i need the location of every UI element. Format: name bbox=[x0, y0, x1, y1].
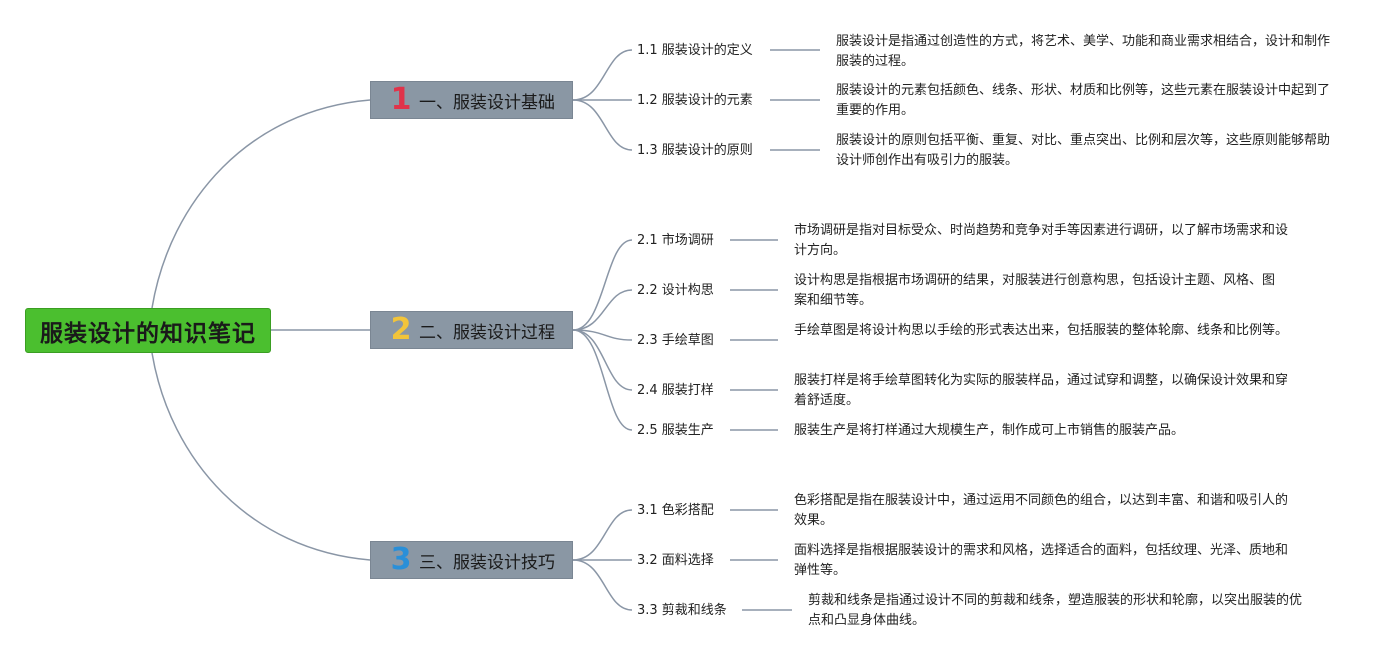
branch-node-3[interactable]: 3 三、服装设计技巧 bbox=[370, 541, 573, 579]
note-2-4: 服装打样是将手绘草图转化为实际的服装样品，通过试穿和调整，以确保设计效果和穿着舒… bbox=[794, 373, 1289, 408]
branch-number-2: 2 bbox=[390, 312, 412, 347]
branch-label-1: 一、服装设计基础 bbox=[419, 92, 555, 113]
note-2-1: 市场调研是指对目标受众、时尚趋势和竞争对手等因素进行调研，以了解市场需求和设计方… bbox=[794, 223, 1289, 258]
branch-node-2[interactable]: 2 二、服装设计过程 bbox=[370, 311, 573, 349]
branch-number-3: 3 bbox=[390, 542, 412, 577]
root-link-1 bbox=[151, 99, 371, 309]
note-2-5: 服装生产是将打样通过大规模生产，制作成可上市销售的服装产品。 bbox=[794, 423, 1185, 438]
branch-link-2-1 bbox=[572, 239, 633, 331]
subtopic-1-3[interactable]: 1.3 服装设计的原则 bbox=[637, 143, 753, 158]
root-link-3 bbox=[151, 352, 371, 561]
note-3-1: 色彩搭配是指在服装设计中，通过运用不同颜色的组合，以达到丰富、和谐和吸引人的效果… bbox=[794, 493, 1289, 528]
branch-link-2-2 bbox=[572, 289, 633, 331]
subtopic-2-3[interactable]: 2.3 手绘草图 bbox=[637, 333, 714, 348]
branch-link-2-3 bbox=[572, 329, 633, 341]
subtopic-2-5[interactable]: 2.5 服装生产 bbox=[637, 423, 714, 438]
note-3-2: 面料选择是指根据服装设计的需求和风格，选择适合的面料，包括纹理、光泽、质地和弹性… bbox=[794, 543, 1289, 578]
subtopic-2-1[interactable]: 2.1 市场调研 bbox=[637, 233, 714, 248]
branch-link-2-5 bbox=[572, 329, 633, 431]
root-label: 服装设计的知识笔记 bbox=[40, 320, 256, 347]
branch-link-1-3 bbox=[572, 99, 633, 151]
note-1-2: 服装设计的元素包括颜色、线条、形状、材质和比例等，这些元素在服装设计中起到了重要… bbox=[836, 83, 1331, 118]
branch-link-2-4 bbox=[572, 329, 633, 391]
subtopic-3-2[interactable]: 3.2 面料选择 bbox=[637, 553, 714, 568]
subtopic-3-3[interactable]: 3.3 剪裁和线条 bbox=[637, 603, 727, 618]
root-node[interactable]: 服装设计的知识笔记 bbox=[25, 308, 271, 353]
note-3-3: 剪裁和线条是指通过设计不同的剪裁和线条，塑造服装的形状和轮廓，以突出服装的优点和… bbox=[808, 593, 1303, 628]
subtopic-1-1[interactable]: 1.1 服装设计的定义 bbox=[637, 43, 753, 58]
note-1-3: 服装设计的原则包括平衡、重复、对比、重点突出、比例和层次等，这些原则能够帮助设计… bbox=[836, 133, 1331, 168]
branch-link-3-1 bbox=[572, 509, 633, 561]
note-2-3: 手绘草图是将设计构思以手绘的形式表达出来，包括服装的整体轮廓、线条和比例等。 bbox=[794, 323, 1289, 338]
branch-link-3-3 bbox=[572, 559, 633, 611]
subtopic-2-4[interactable]: 2.4 服装打样 bbox=[637, 383, 714, 398]
branch-label-3: 三、服装设计技巧 bbox=[419, 552, 555, 573]
note-2-2: 设计构思是指根据市场调研的结果，对服装进行创意构思，包括设计主题、风格、图案和细… bbox=[794, 273, 1276, 308]
subtopic-2-2[interactable]: 2.2 设计构思 bbox=[637, 283, 714, 298]
subtopic-3-1[interactable]: 3.1 色彩搭配 bbox=[637, 503, 714, 518]
branch-link-1-1 bbox=[572, 49, 633, 101]
note-1-1: 服装设计是指通过创造性的方式，将艺术、美学、功能和商业需求相结合，设计和制作服装… bbox=[836, 34, 1331, 69]
branch-label-2: 二、服装设计过程 bbox=[419, 322, 555, 343]
branch-node-1[interactable]: 1 一、服装设计基础 bbox=[370, 81, 573, 119]
subtopic-1-2[interactable]: 1.2 服装设计的元素 bbox=[637, 93, 753, 108]
branch-number-1: 1 bbox=[390, 82, 412, 117]
